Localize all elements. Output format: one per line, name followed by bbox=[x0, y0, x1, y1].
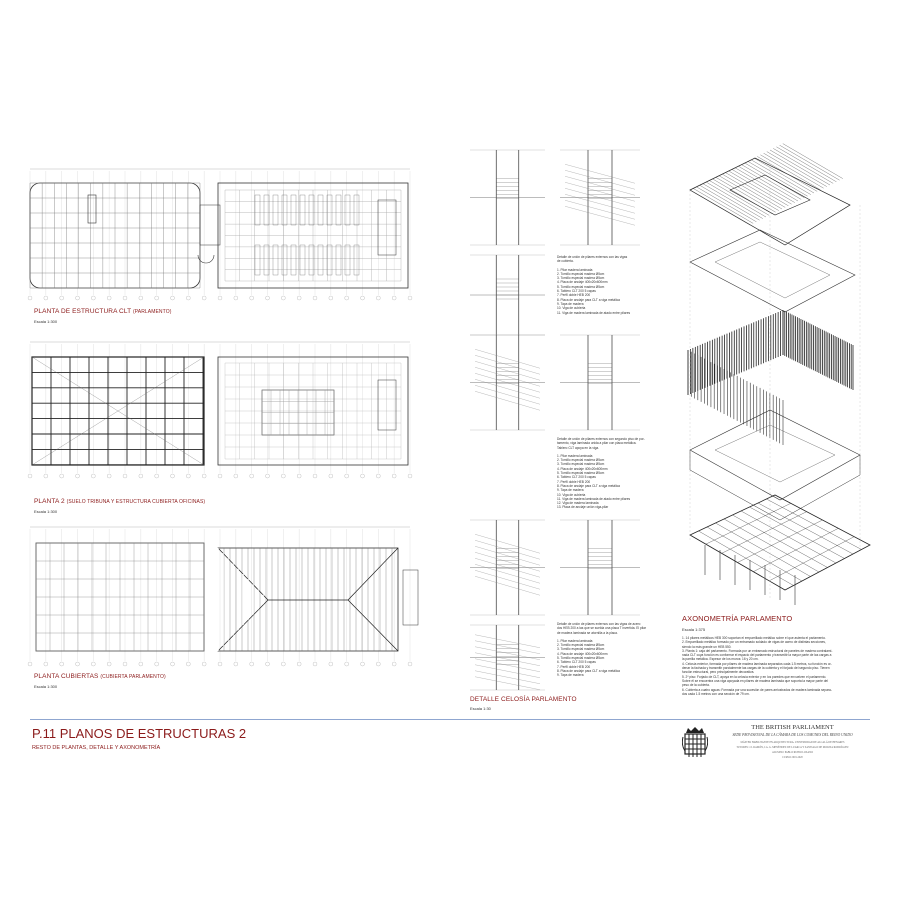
brand-line: TUTORES: J.J. RAMÓN, J.A. G. MENÉNDEZ DE… bbox=[736, 746, 849, 749]
note-line: de cubierta. bbox=[557, 259, 574, 264]
brand-name: THE BRITISH PARLIAMENT bbox=[751, 724, 834, 731]
note-line: dos cada 1.5 metros con una sección de 7… bbox=[682, 691, 750, 696]
note-line: 6. Tablero CLT 200 5 capas bbox=[557, 660, 596, 665]
note-line: 1. 14 pilares metálicos HEB 300 soportan… bbox=[682, 636, 826, 640]
plan-1-caption: PLANTA DE ESTRUCTURA CLT (PARLAMENTO) bbox=[34, 308, 171, 315]
detail-title: DETALLE CELOSÍA PARLAMENTO bbox=[470, 696, 577, 703]
note-line: 11. Viga de madera laminada de atado ent… bbox=[557, 496, 631, 501]
note-line: denar la fachada y transmitir parcialmen… bbox=[682, 666, 830, 671]
note-line: 12. Viga de madera laminada bbox=[557, 501, 599, 506]
note-line: 6. Tablero CLT 200 5 capas bbox=[557, 289, 596, 294]
note-line: 1. Pilar madera laminada bbox=[557, 267, 593, 272]
note-line: 13. Placa de anclaje unión viga-pilar bbox=[557, 505, 609, 510]
note-line: 3. Planta 1: caja del parlamento. Formad… bbox=[682, 648, 833, 653]
note-line: 3. Tornillo especial madera Ø5cm bbox=[557, 647, 605, 652]
note-line: nada CLT cuya función es conformar el es… bbox=[682, 653, 832, 658]
axonometry-exploded bbox=[687, 143, 871, 605]
note-line: dos HEB 200 a las que se suelda una plac… bbox=[557, 626, 647, 631]
note-line: 4. Placa de anclaje 400x20x600mm bbox=[557, 280, 608, 285]
note-line: 5. Tornillo especial madera Ø5cm bbox=[557, 471, 605, 476]
plan-3-roof bbox=[27, 526, 419, 667]
plan-1-scale: Escala 1:300 bbox=[34, 319, 58, 324]
footer-divider bbox=[30, 719, 870, 720]
note-line: 7. Perfil doble HEB 200 bbox=[557, 664, 591, 669]
note-line: Detalle de unión de pilares externos con… bbox=[557, 622, 641, 626]
note-line: 10. Viga de cubierta bbox=[557, 492, 586, 497]
sheet-title: P.11 PLANOS DE ESTRUCTURAS 2 bbox=[32, 726, 247, 741]
note-line: 8. Placa de anclaje para CLT a viga metá… bbox=[557, 668, 620, 673]
detail-notes-3: Detalle de unión de pilares externos con… bbox=[557, 622, 646, 678]
note-line: 2. Tornillo especial madera Ø5cm bbox=[557, 643, 605, 648]
note-line: 2. Emparrillado metálico formado por un … bbox=[682, 640, 826, 645]
plan-2-title: PLANTA 2 bbox=[34, 498, 65, 505]
plan-3-scale: Escala 1:300 bbox=[34, 684, 58, 689]
plan-2-caption: PLANTA 2 (SUELO TRIBUNA Y ESTRUCTURA CUB… bbox=[34, 498, 205, 505]
note-line: Sobre él se encuentra una viga apoyada e… bbox=[682, 678, 829, 683]
plan-3-title: PLANTA CUBIERTAS bbox=[34, 673, 99, 680]
note-line: 3. Tornillo especial madera Ø5cm bbox=[557, 276, 605, 281]
note-line: 8. Placa de anclaje para CLT a viga metá… bbox=[557, 483, 620, 488]
note-line: 5. 2º piso: Forjado de CLT, apoya en la … bbox=[682, 674, 827, 679]
note-line: 2. Tornillo especial madera Ø5cm bbox=[557, 271, 605, 276]
note-line: 7. Perfil doble HEB 200 bbox=[557, 479, 591, 484]
note-line: 9. Tapa de madera bbox=[557, 488, 584, 493]
note-line: 9. Tapa de madera bbox=[557, 673, 584, 678]
note-line: tamento, viga laminada unida a pilar con… bbox=[557, 441, 637, 446]
note-line: 4. Placa de anclaje 400x20x600mm bbox=[557, 651, 608, 656]
detail-notes-1: Detalle de unión de pilares externos con… bbox=[557, 255, 630, 315]
note-line: 5. Tornillo especial madera Ø5cm bbox=[557, 284, 605, 289]
note-line: siendo la más grande un HEB 550. bbox=[682, 644, 732, 649]
note-line: peso de la cubierta. bbox=[682, 683, 710, 688]
brand-line: CURSO 2019-2020 bbox=[782, 756, 803, 759]
plan-2-note: (SUELO TRIBUNA Y ESTRUCTURA CUBIERTA OFI… bbox=[66, 499, 206, 505]
note-line: de madera laminada se atornilla a la pla… bbox=[557, 630, 618, 635]
note-line: 1. Pilar madera laminada bbox=[557, 638, 593, 643]
plan-3-caption: PLANTA CUBIERTAS (CUBIERTA PARLAMENTO) bbox=[34, 673, 166, 680]
note-line: función estructural, pero principalmente… bbox=[682, 670, 755, 675]
brand-line: ALUMNO: PABLO RUBIO LOZANO bbox=[771, 751, 814, 754]
note-line: 2. Tornillo especial madera Ø5cm bbox=[557, 458, 605, 463]
note-line: Detalle de unión de pilares externos con… bbox=[557, 437, 645, 441]
brand-line: MÁSTER HABILITANTE EN ARQUITECTURA. UNIV… bbox=[740, 741, 845, 744]
note-line: Detalle de unión de pilares externos con… bbox=[557, 255, 628, 259]
note-line: 4. Celosía exterior, formada por pilares… bbox=[682, 661, 832, 666]
note-line: 7. Perfil doble HEB 200 bbox=[557, 293, 591, 298]
note-line: 8. Placa de anclaje para CLT a viga metá… bbox=[557, 297, 620, 302]
note-line: Tablero CLT apoya en la viga. bbox=[557, 445, 600, 450]
brand-tagline: SEDE PROVISIONAL DE LA CÁMARA DE LOS COM… bbox=[732, 733, 853, 737]
portcullis-logo-icon bbox=[682, 725, 708, 759]
detail-drawings bbox=[470, 149, 640, 691]
note-line: la parrilla metálica. Espesor de los mur… bbox=[682, 657, 759, 662]
plan-2-tribune-floor bbox=[27, 341, 413, 479]
axonometry-notes: 1. 14 pilares metálicos HEB 300 soportan… bbox=[682, 636, 832, 696]
note-line: 6. Cubierta a cuatro aguas: Formada por … bbox=[682, 687, 832, 692]
note-line: 1. Pilar madera laminada bbox=[557, 453, 593, 458]
axonometry-title: AXONOMETRÍA PARLAMENTO bbox=[682, 614, 793, 623]
note-line: 4. Placa de anclaje 400x20x600mm bbox=[557, 466, 608, 471]
plan-1-note: (PARLAMENTO) bbox=[132, 309, 172, 315]
note-line: 10. Viga de cubierta bbox=[557, 306, 586, 311]
plan-2-scale: Escala 1:300 bbox=[34, 509, 58, 514]
note-line: 6. Tablero CLT 200 5 capas bbox=[557, 475, 596, 480]
note-line: 9. Tapa de madera bbox=[557, 301, 584, 306]
note-line: 3. Tornillo especial madera Ø5cm bbox=[557, 462, 605, 467]
branding-block: THE BRITISH PARLIAMENT SEDE PROVISIONAL … bbox=[715, 724, 870, 760]
note-line: 5. Tornillo especial madera Ø5cm bbox=[557, 656, 605, 661]
axonometry-scale: Escala 1:375 bbox=[682, 627, 706, 632]
plan-1-structure-clt bbox=[27, 168, 413, 301]
detail-scale: Escala 1:30 bbox=[470, 706, 491, 711]
sheet-subtitle: RESTO DE PLANTAS, DETALLE Y AXONOMETRÍA bbox=[32, 745, 161, 751]
note-line: 11. Viga de madera laminada de atado ent… bbox=[557, 310, 631, 315]
detail-notes-2: Detalle de unión de pilares externos con… bbox=[557, 437, 645, 510]
plan-3-note: (CUBIERTA PARLAMENTO) bbox=[100, 674, 166, 680]
plan-1-title: PLANTA DE ESTRUCTURA CLT bbox=[34, 308, 132, 315]
